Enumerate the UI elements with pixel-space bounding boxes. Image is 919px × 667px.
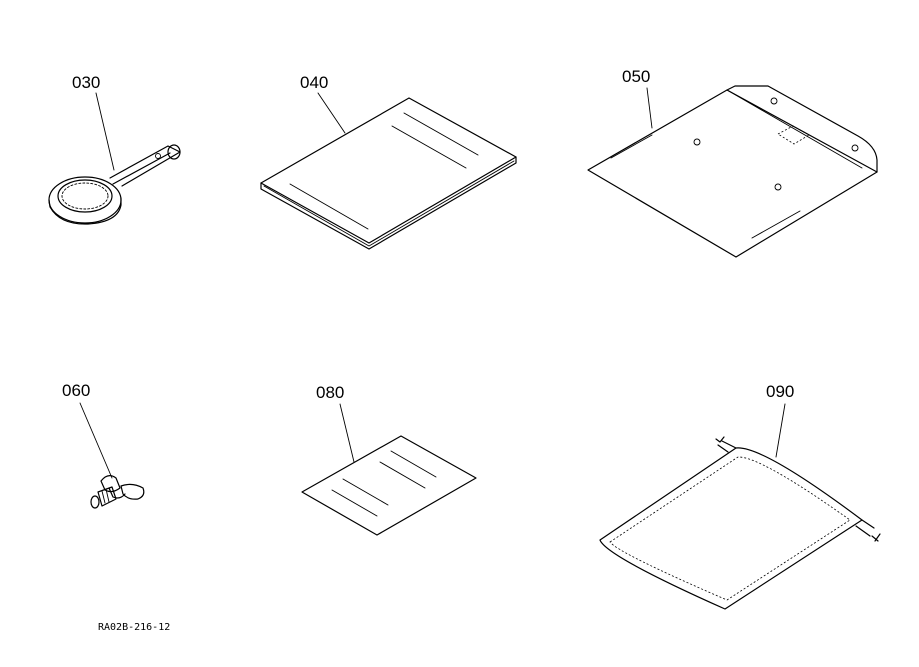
leader-line-060	[79, 402, 113, 479]
wing-bolt-icon	[90, 475, 145, 509]
callout-060: 060	[62, 381, 90, 400]
callout-080: 080	[316, 383, 344, 402]
part-030-wrench: 030	[48, 73, 181, 225]
sheet-icon	[301, 435, 477, 536]
leader-line-030	[95, 92, 115, 171]
reference-code: RA02B-216-12	[98, 622, 170, 633]
part-090-bag: 090	[599, 382, 881, 610]
callout-040: 040	[300, 73, 328, 92]
leader-line-090	[775, 403, 786, 458]
callout-050: 050	[622, 67, 650, 86]
drawstring-bag-icon	[599, 436, 881, 610]
ring-spanner-icon	[48, 144, 181, 225]
manual-book-icon	[260, 97, 517, 250]
callout-090: 090	[766, 382, 794, 401]
part-080-sheet: 080	[301, 383, 477, 536]
callout-030: 030	[72, 73, 100, 92]
part-060-wing-bolt: 060	[62, 381, 145, 509]
leader-line-050	[646, 87, 653, 129]
plate-icon	[587, 85, 878, 258]
leader-line-040	[317, 92, 346, 134]
part-050-plate: 050	[587, 67, 878, 258]
leader-line-080	[339, 403, 355, 463]
part-040-manual: 040	[260, 73, 517, 250]
